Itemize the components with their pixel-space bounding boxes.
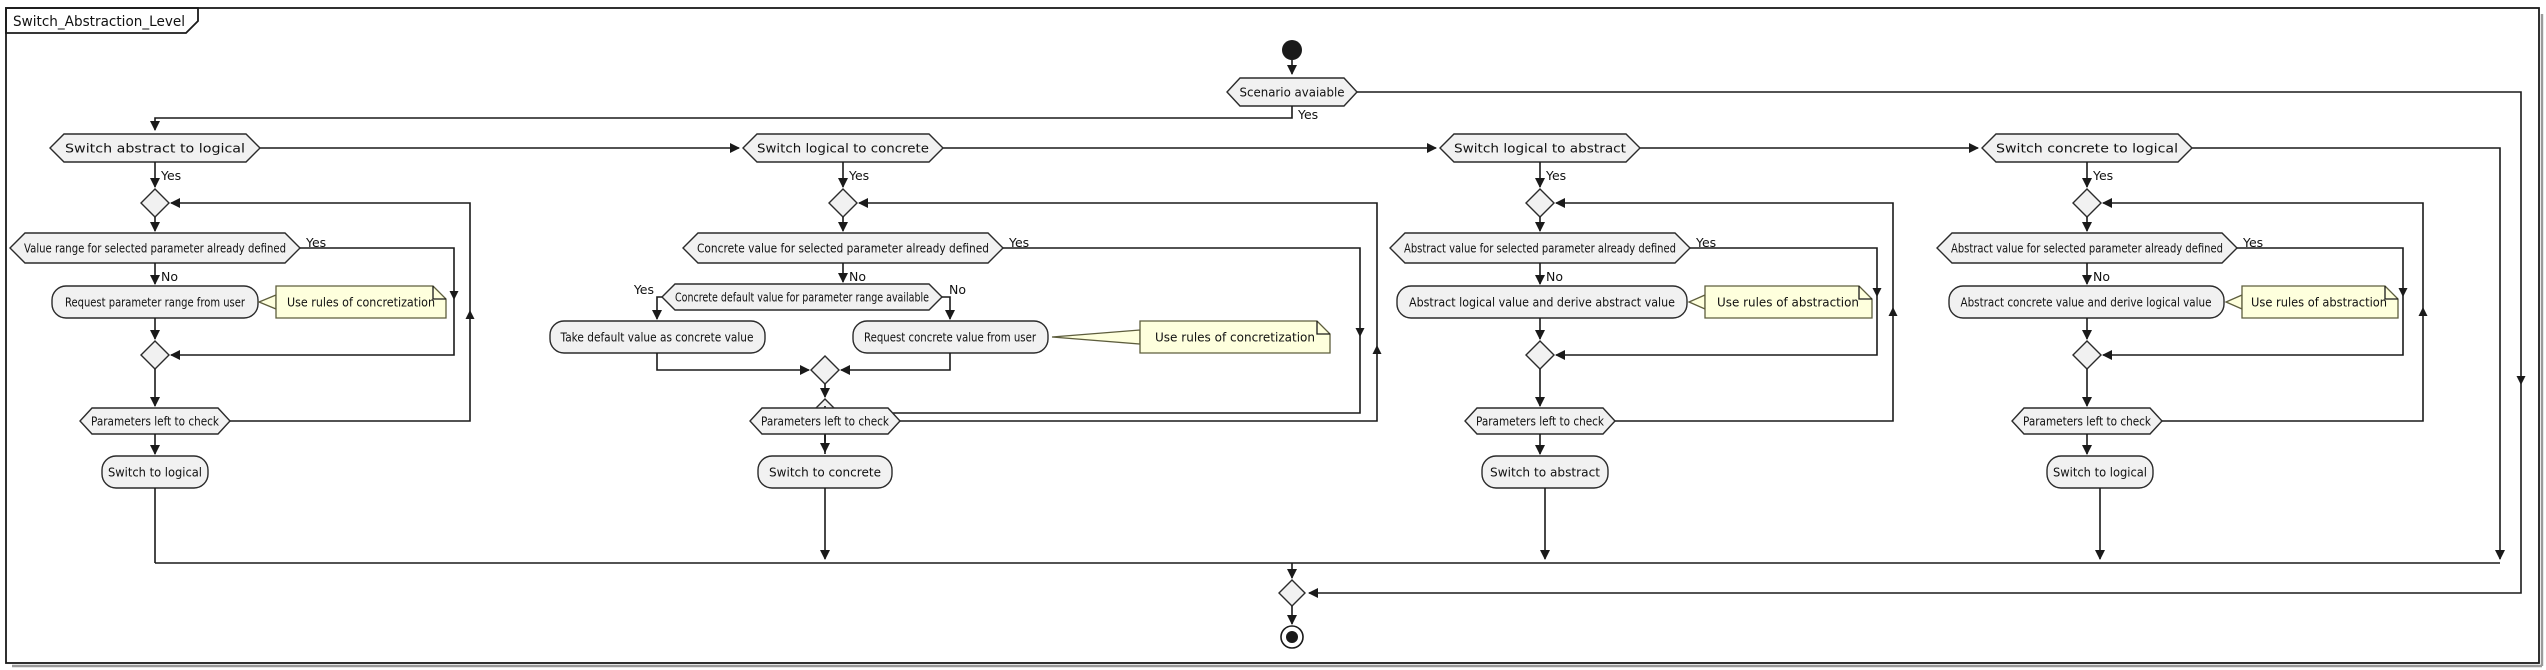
branch1-loop-merge-diamond (140, 188, 170, 218)
branch2-note: Use rules of concretization (1051, 320, 1331, 354)
branch3-guard-yes: Yes (1545, 168, 1566, 183)
branch2-note-text: Use rules of concretization (1155, 330, 1315, 345)
branch1-final-label: Switch to logical (108, 465, 202, 480)
branch2-loop-merge-diamond (828, 188, 858, 218)
branch2-sub-yes-edge (652, 296, 662, 320)
start-node (1282, 40, 1302, 60)
branch4-decision-yes-edge (2102, 247, 2404, 360)
branch1-note-text: Use rules of concretization (287, 295, 435, 310)
branch-logical-to-abstract: Switch logical to abstract Yes Abstract … (1389, 133, 1898, 560)
frame-title-tab (5, 7, 199, 34)
branch2-loopcheck-hexagon (749, 407, 901, 435)
branch2-sub-no-edge (942, 296, 955, 320)
branch1-guard-label: Switch abstract to logical (65, 141, 245, 156)
scenario-decision: Scenario avaiable (1226, 77, 1358, 107)
branch3-loop-merge-diamond (1525, 188, 1555, 218)
arrowhead-up (465, 310, 475, 319)
branch2-subdecision-no: No (949, 282, 966, 297)
scenario-yes-label: Yes (1297, 107, 1318, 122)
end-node (1280, 625, 1304, 649)
arrowhead-down (2516, 376, 2526, 385)
branch3-guard-label: Switch logical to abstract (1454, 141, 1626, 156)
branch3-loopcheck-label: Parameters left to check (1476, 414, 1605, 429)
branch2-decision-yes: Yes (1008, 235, 1029, 250)
branch1-decision-no: No (161, 269, 178, 284)
frame-shadow (12, 14, 2544, 668)
branch1-decision-yes-edge (170, 247, 455, 360)
branch2-decision-no: No (849, 269, 866, 284)
arrowhead-down (1355, 328, 1365, 337)
branch3-decision-no: No (1546, 269, 1563, 284)
branch1-decision-label: Value range for selected parameter alrea… (24, 241, 286, 256)
branch1-inner-merge-diamond (140, 340, 170, 370)
branch3-decision-yes: Yes (1695, 235, 1716, 250)
branch-concrete-to-logical: Switch concrete to logical Yes Abstract … (1936, 133, 2428, 560)
branch1-loopcheck-hexagon (79, 407, 231, 435)
branch2-subdecision-label: Concrete default value for parameter ran… (675, 290, 929, 305)
branch4-action-label: Abstract concrete value and derive logic… (1961, 295, 2212, 310)
branch4-note-text: Use rules of abstraction (2251, 295, 2387, 310)
branch2-action-request-label: Request concrete value from user (864, 330, 1037, 345)
branch4-decision-hexagon (1936, 232, 2238, 264)
branch3-note-text: Use rules of abstraction (1717, 295, 1859, 310)
branch1-action-label: Request parameter range from user (65, 295, 246, 310)
branch4-note: Use rules of abstraction (2224, 285, 2399, 319)
branch3-inner-merge-diamond (1525, 340, 1555, 370)
branch-logical-to-concrete: Switch logical to concrete Yes Concrete … (549, 133, 1382, 560)
branch3-guard-hexagon (1439, 133, 1641, 163)
branch2-if-merge-diamond (810, 355, 840, 385)
branch4-inner-merge-diamond (2072, 340, 2102, 370)
branch1-note: Use rules of concretization (257, 285, 447, 319)
branch4-guard-yes: Yes (2092, 168, 2113, 183)
branch1-decision-hexagon (9, 232, 301, 264)
branch4-loopcheck-label: Parameters left to check (2023, 414, 2152, 429)
branch3-action-box (1396, 285, 1688, 319)
branch3-loopcheck-hexagon (1464, 407, 1616, 435)
branch2-loopcheck-label: Parameters left to check (761, 414, 890, 429)
branch2-action-default-label: Take default value as concrete value (560, 330, 754, 345)
branch3-decision-yes-edge (1555, 247, 1878, 360)
branch4-guard-label: Switch concrete to logical (1996, 141, 2178, 156)
arrowhead-down (1872, 288, 1882, 297)
branch2-subdecision-yes: Yes (633, 282, 654, 297)
branch3-final-label: Switch to abstract (1490, 465, 1600, 480)
branch2-final-label: Switch to concrete (769, 465, 881, 480)
arrowhead-up (1372, 345, 1382, 354)
branch3-note: Use rules of abstraction (1687, 285, 1873, 319)
branch4-final-label: Switch to logical (2053, 465, 2147, 480)
final-merge-diamond (1278, 579, 1306, 607)
branch4-guard-hexagon (1981, 133, 2193, 163)
branch3-action-label: Abstract logical value and derive abstra… (1409, 295, 1675, 310)
frame-border (5, 7, 2540, 664)
branch1-loopcheck-label: Parameters left to check (91, 414, 220, 429)
edge-scenario-no (1308, 91, 2522, 598)
branch3-decision-hexagon (1389, 232, 1691, 264)
branch2-loopback-edge (858, 198, 1378, 422)
frame-title: Switch_Abstraction_Level (13, 14, 185, 30)
arrowhead-down (2398, 288, 2408, 297)
arrowhead-up (1888, 307, 1898, 316)
branch2-guard-label: Switch logical to concrete (757, 141, 929, 156)
edge-scenario-yes (150, 106, 1293, 131)
branch2-guard-hexagon (742, 133, 944, 163)
branch2-decision-label: Concrete value for selected parameter al… (697, 241, 989, 256)
branch-abstract-to-logical: Switch abstract to logical Yes Value ran… (9, 133, 475, 563)
scenario-label: Scenario avaiable (1240, 85, 1345, 100)
branch1-decision-yes: Yes (305, 235, 326, 250)
branch2-decision-hexagon (682, 232, 1004, 264)
edge-cascade-else (2192, 147, 2505, 560)
arrowhead-up (2418, 307, 2428, 316)
arrowhead-down (449, 291, 459, 300)
branch1-guard-hexagon (49, 133, 261, 163)
frame: Switch_Abstraction_Level (5, 7, 2544, 668)
branch4-loopcheck-hexagon (2011, 407, 2163, 435)
branch4-decision-label: Abstract value for selected parameter al… (1951, 241, 2223, 256)
branch3-decision-label: Abstract value for selected parameter al… (1404, 241, 1676, 256)
branch1-guard-yes: Yes (160, 168, 181, 183)
branch2-guard-yes: Yes (848, 168, 869, 183)
branch4-decision-yes: Yes (2242, 235, 2263, 250)
branch4-decision-no: No (2093, 269, 2110, 284)
branch4-loop-merge-diamond (2072, 188, 2102, 218)
